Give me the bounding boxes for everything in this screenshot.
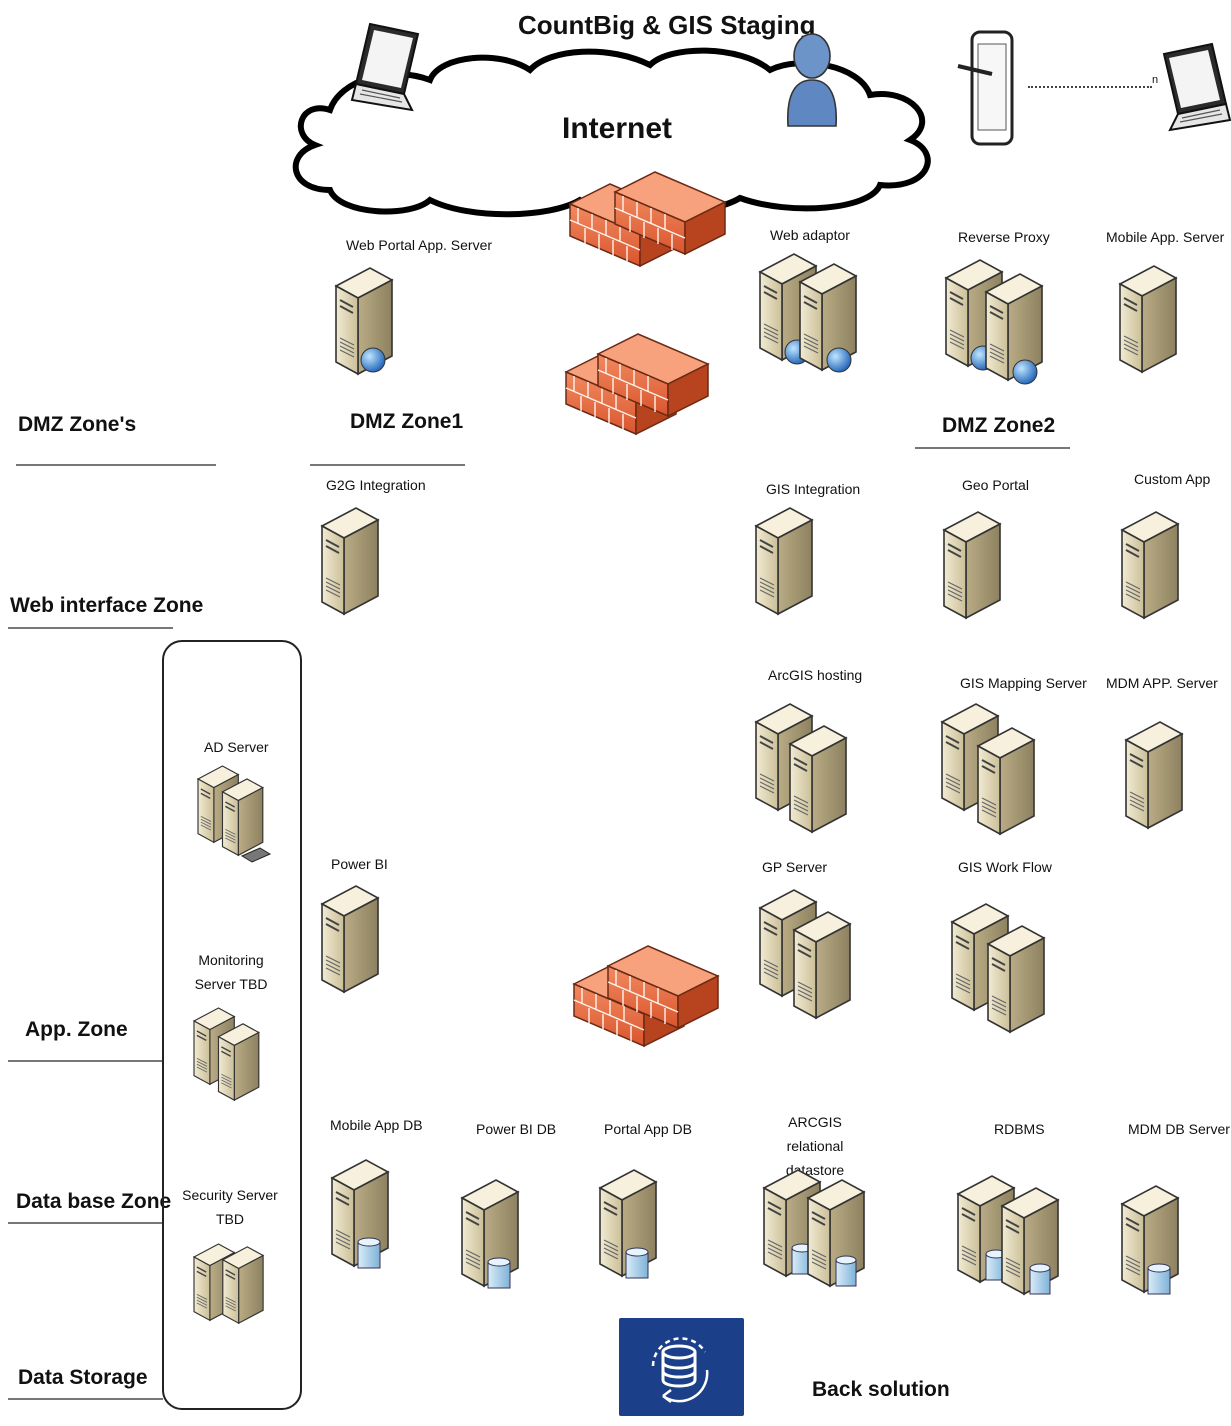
server-label-line: Monitoring <box>198 952 264 968</box>
web-server-cluster-icon <box>759 253 857 373</box>
server-label-custom-app: Custom App <box>1134 471 1211 487</box>
server-icon <box>1125 721 1183 829</box>
server-label-mobile-app-db: Mobile App DB <box>330 1117 423 1133</box>
tablet-icon <box>957 30 1014 146</box>
server-label-web-portal: Web Portal App. Server <box>346 237 493 253</box>
internet-cloud <box>292 47 931 218</box>
server-label-power-bi-db: Power BI DB <box>476 1121 557 1137</box>
laptop-icon <box>1163 43 1231 131</box>
dmz-zone2-heading: DMZ Zone2 <box>942 414 1056 437</box>
server-label-mdm-db: MDM DB Server <box>1128 1121 1230 1137</box>
server-cluster-icon <box>951 903 1045 1033</box>
server-label-reverse-proxy: Reverse Proxy <box>958 229 1050 245</box>
database-server-cluster-icon <box>957 1175 1059 1295</box>
server-cluster-icon <box>759 889 851 1019</box>
server-label-line: TBD <box>216 1211 244 1227</box>
server-cluster-icon <box>755 703 847 833</box>
server-label-gp: GP Server <box>762 859 828 875</box>
server-label-g2g: G2G Integration <box>326 477 426 493</box>
database-server-icon <box>599 1169 657 1279</box>
database-server-icon <box>1121 1185 1179 1295</box>
firewall-icon <box>573 945 719 1047</box>
user-icon <box>787 33 837 127</box>
zone-divider <box>8 627 173 629</box>
server-cluster-icon <box>193 1007 260 1101</box>
server-cluster-icon <box>941 703 1035 835</box>
server-label-gis-workflow: GIS Work Flow <box>958 859 1052 875</box>
zone-label-app: App. Zone <box>25 1018 128 1041</box>
server-label-line: Server TBD <box>194 976 268 992</box>
device-count-label: n <box>1152 74 1159 86</box>
server-label-security: Security Server TBD <box>180 1183 280 1231</box>
server-label-gis-mapping: GIS Mapping Server <box>960 675 1087 691</box>
server-icon <box>1121 511 1179 619</box>
zone-label-database: Data base Zone <box>16 1190 172 1213</box>
server-icon <box>1119 265 1177 373</box>
cloud-label: Internet <box>562 112 673 145</box>
diagram-title: CountBig & GIS Staging <box>518 10 816 40</box>
zone-label-dmz: DMZ Zone's <box>18 413 137 436</box>
server-label-line: Security Server <box>182 1187 278 1203</box>
shared-services-panel <box>162 640 302 1410</box>
dmz-zone1-heading: DMZ Zone1 <box>350 410 464 433</box>
server-label-portal-app-db: Portal App DB <box>604 1121 692 1137</box>
backup-icon <box>619 1318 744 1416</box>
zone-divider <box>16 464 216 466</box>
server-label-ad: AD Server <box>204 739 269 755</box>
server-label-arcgis-hosting: ArcGIS hosting <box>768 667 863 683</box>
server-label-geo-portal: Geo Portal <box>962 477 1029 493</box>
firewall-icon <box>565 333 709 435</box>
server-label-web-adaptor: Web adaptor <box>770 227 850 243</box>
server-icon <box>321 507 379 615</box>
backup-database-icon <box>651 1337 709 1403</box>
server-label-gis-integration: GIS Integration <box>766 481 861 497</box>
zone-divider <box>8 1398 163 1400</box>
server-label-mdm-app: MDM APP. Server <box>1106 675 1218 691</box>
server-icon <box>943 511 1001 619</box>
zone-divider <box>8 1222 163 1224</box>
zone-divider <box>915 447 1070 449</box>
web-server-cluster-icon <box>945 259 1043 385</box>
server-label-power-bi: Power BI <box>331 856 388 872</box>
server-cluster-icon <box>193 1243 264 1324</box>
server-label-line: ARCGIS relational <box>786 1114 844 1154</box>
database-server-icon <box>331 1159 389 1269</box>
zone-label-web-interface: Web interface Zone <box>10 594 204 617</box>
backup-label: Back solution <box>812 1378 950 1401</box>
server-icon <box>321 885 379 993</box>
firewall-icon <box>569 171 726 267</box>
web-server-icon <box>335 267 393 375</box>
server-label-monitoring: Monitoring Server TBD <box>186 948 276 996</box>
zone-divider <box>310 464 465 466</box>
laptop-icon <box>351 23 419 111</box>
database-server-cluster-icon <box>763 1169 865 1287</box>
server-label-mobile-app: Mobile App. Server <box>1106 229 1225 245</box>
database-server-icon <box>461 1179 519 1289</box>
server-icon <box>755 507 813 615</box>
server-label-rdbms: RDBMS <box>994 1121 1045 1137</box>
server-cluster-icon <box>197 765 272 863</box>
zone-label-data-storage: Data Storage <box>18 1366 148 1389</box>
zone-divider <box>8 1060 163 1062</box>
device-connector <box>1028 86 1152 88</box>
